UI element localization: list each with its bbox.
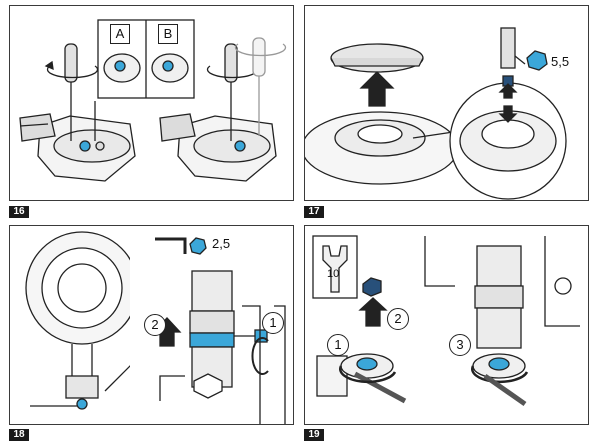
figure-17-panel: 5,5 [304,5,589,201]
step-3-marker: 3 [449,334,471,356]
figure-16-illustration [19,19,287,182]
step-1-marker: 1 [262,312,284,334]
figure-16-number: 16 [9,206,29,218]
label-b: B [158,24,178,44]
figure-17-illustration [305,27,567,200]
figure-18-panel: 2,5 1 2 [9,225,294,425]
hex-size-label: 2,5 [212,236,231,251]
figure-17-number: 17 [304,206,324,218]
figure-19-panel: 10 1 2 3 [304,225,589,425]
figure-16-panel: A B [9,5,294,201]
figure-18-number: 18 [9,429,29,441]
hex-size-label: 5,5 [551,54,570,69]
step-2-marker: 2 [387,308,409,330]
label-a: A [110,24,130,44]
figure-19-illustration [312,235,580,407]
wrench-size-label: 10 [327,268,340,280]
step-2-marker: 2 [144,314,166,336]
step-1-marker: 1 [327,334,349,356]
figure-19-number: 19 [304,429,324,441]
